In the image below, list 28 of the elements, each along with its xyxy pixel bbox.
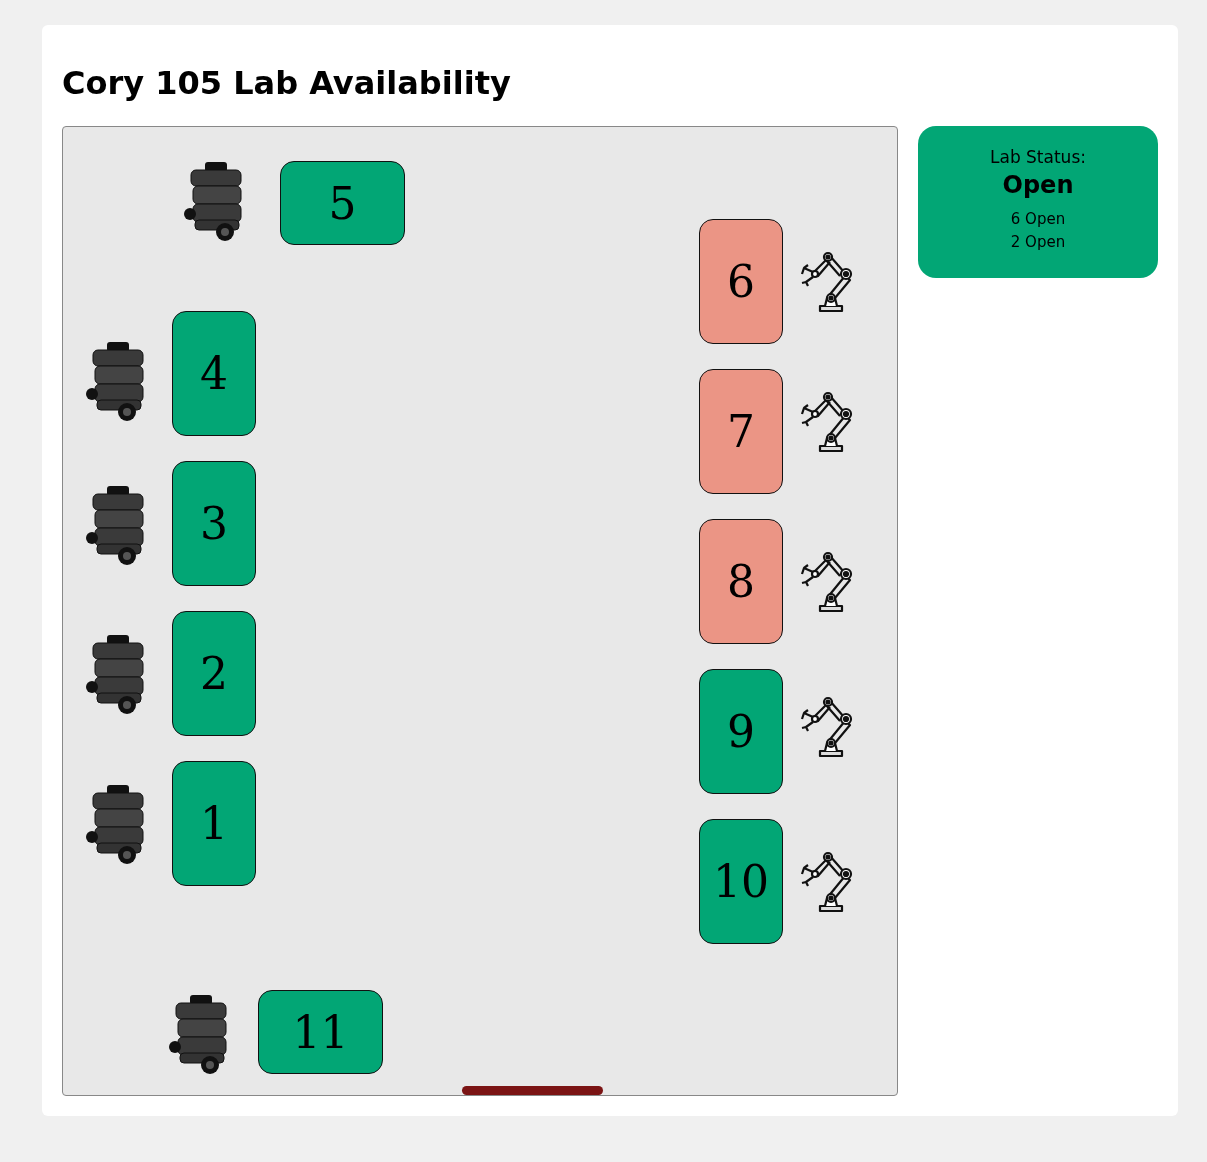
station-number: 7 [727, 406, 755, 457]
station-number: 11 [292, 1006, 349, 1058]
status-value: Open [1002, 170, 1074, 201]
station-number: 3 [200, 498, 228, 549]
workstation-box [172, 311, 256, 436]
page-title: Cory 105 Lab Availability [62, 64, 511, 102]
workstation-box [699, 369, 783, 494]
status-detail: 6 Open [1010, 209, 1066, 230]
station-number: 5 [328, 177, 357, 229]
station-number: 10 [713, 856, 769, 907]
workstation-box [172, 761, 256, 886]
workstation-box [172, 461, 256, 586]
station-number: 2 [200, 648, 228, 699]
station-number: 4 [200, 348, 228, 399]
status-card [918, 126, 1158, 278]
station-number: 9 [727, 706, 755, 757]
workstation-box [172, 611, 256, 736]
workstation-box [699, 819, 783, 944]
status-detail: 2 Open [1010, 232, 1066, 253]
workstation-box [258, 990, 383, 1074]
workstation-box [699, 669, 783, 794]
workstation-box [699, 219, 783, 344]
station-number: 8 [727, 556, 755, 607]
workstation-box [280, 161, 405, 245]
station-number: 6 [727, 256, 755, 307]
workstation-box [699, 519, 783, 644]
status-label: Lab Status: [990, 146, 1086, 168]
station-number: 1 [200, 798, 228, 849]
